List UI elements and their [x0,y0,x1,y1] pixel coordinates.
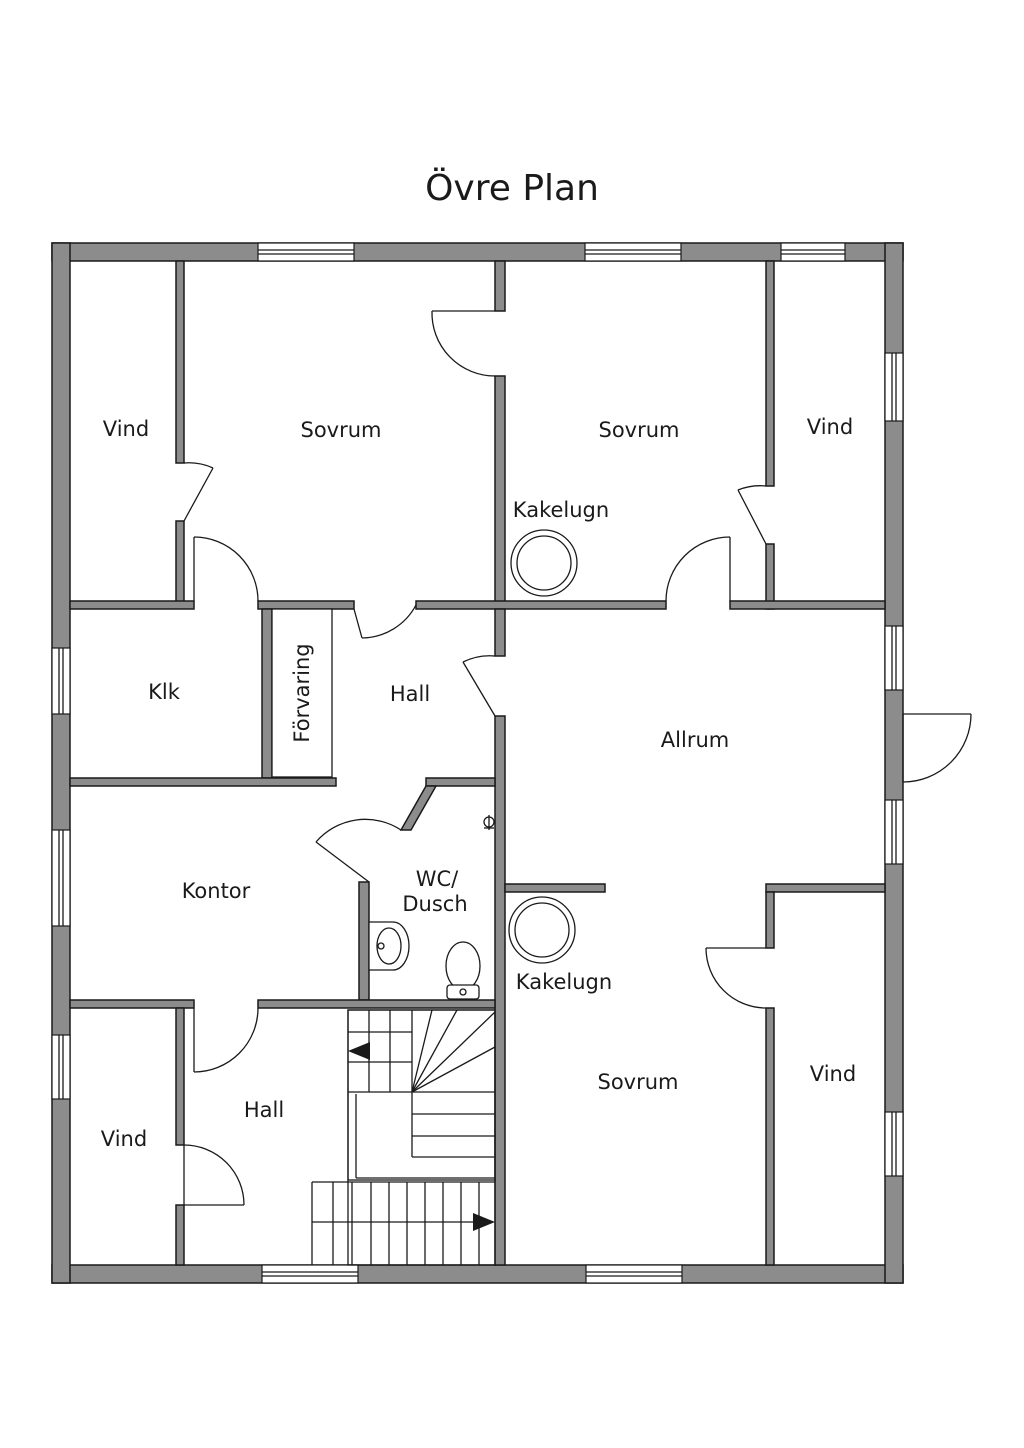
windows [51,242,904,1284]
kakelugn-top-stove [510,529,578,597]
window-right-2 [884,625,904,691]
door-exterior [902,713,972,783]
doors [183,310,972,1206]
label-kontor: Kontor [182,879,251,903]
label-sovrum-top-right: Sovrum [598,418,679,442]
window-right-1 [884,352,904,422]
staircase [311,1009,496,1266]
door-wc [315,818,402,883]
shower-icon [483,815,495,830]
window-right-3 [884,799,904,865]
interior-walls [69,260,886,1266]
door-vind-top-left [183,462,214,522]
window-bottom-2 [585,1264,683,1284]
window-bottom-1 [261,1264,359,1284]
label-hall-upper: Hall [390,682,430,706]
window-left-2 [51,829,71,927]
toilet-icon [445,941,481,1000]
label-wc-line2: Dusch [402,892,467,916]
kakelugn-bottom-stove [508,896,576,964]
door-vind-bottom-left [183,1144,245,1206]
label-forvaring: Förvaring [290,643,314,742]
label-klk: Klk [148,680,181,704]
window-top-2 [584,242,682,262]
door-vind-bottom-right [705,947,767,1009]
window-right-4 [884,1111,904,1177]
door-kontor [193,1007,259,1073]
wc-fixtures [368,815,495,1000]
label-sovrum-bottom: Sovrum [597,1070,678,1094]
door-sovrum-top [431,310,496,377]
plan-title: Övre Plan [425,167,599,209]
forvaring-cabinet [271,608,333,778]
label-vind-top-right: Vind [807,415,853,439]
room-labels: Vind Sovrum Sovrum Vind Kakelugn Klk För… [101,415,856,1151]
label-sovrum-top-left: Sovrum [300,418,381,442]
label-vind-top-left: Vind [103,417,149,441]
label-kakelugn-bottom: Kakelugn [516,970,612,994]
label-allrum: Allrum [661,728,729,752]
label-kakelugn-top: Kakelugn [513,498,609,522]
label-wc-line1: WC/ [416,867,459,891]
stair-arrow-up-icon [348,1042,370,1060]
window-top-3 [780,242,846,262]
window-top-1 [257,242,355,262]
door-hall-allrum [462,655,496,717]
door-klk [193,536,259,602]
stair-arrow-down-icon [473,1213,495,1231]
label-hall-lower: Hall [244,1098,284,1122]
label-vind-bottom-left: Vind [101,1127,147,1151]
sink-icon [368,921,410,971]
window-left-1 [51,647,71,715]
door-hall-sovrum [353,604,417,639]
kakelugn-stoves [508,529,578,964]
door-vind-top-right [737,485,767,545]
window-left-3 [51,1034,71,1100]
door-sovrum-right [665,536,731,602]
label-vind-bottom-right: Vind [810,1062,856,1086]
